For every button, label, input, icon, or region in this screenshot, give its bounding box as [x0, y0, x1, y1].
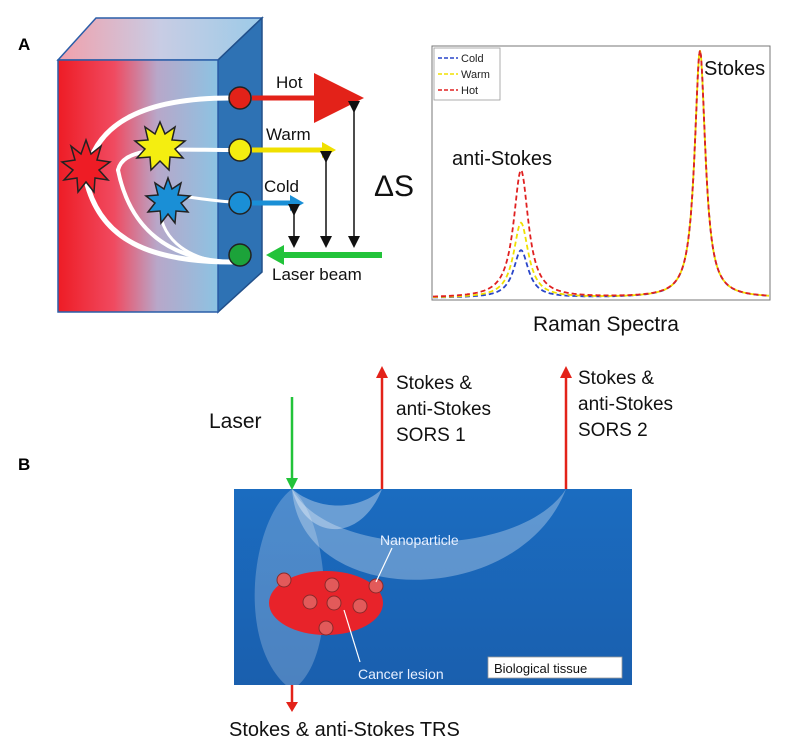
sors1-label: Stokes & anti-Stokes SORS 1: [396, 373, 491, 446]
cold-starburst-icon: [144, 175, 192, 225]
tissue-label-box: [487, 656, 623, 679]
raman-spectra-xlabel: Raman Spectra: [533, 313, 679, 336]
biological-tissue-label: Biological tissue: [494, 661, 587, 676]
nanoparticle-label: Nanoparticle: [380, 532, 459, 548]
sors1-line-3: SORS 1: [396, 425, 466, 446]
warm-arrowhead: [322, 142, 336, 158]
cold-emitter: [228, 191, 252, 215]
legend-hot-label: Hot: [461, 85, 478, 97]
energy-shift-arrows: [288, 101, 360, 248]
cancer-lesion-label: Cancer lesion: [358, 666, 444, 682]
sors2-line-3: SORS 2: [578, 420, 648, 441]
trs-arrowhead: [286, 702, 298, 712]
sors2-label: Stokes & anti-Stokes SORS 2: [578, 368, 673, 441]
delta-s-label: ΔS: [374, 170, 414, 203]
laser-input-arrowhead: [286, 478, 298, 490]
anti-stokes-label: anti-Stokes: [452, 148, 552, 170]
legend-warm-label: Warm: [461, 69, 490, 81]
sors1-arrowhead: [376, 366, 388, 378]
cube-side-face: [217, 16, 263, 314]
nanoparticle-callout: [375, 547, 393, 583]
trs-label: Stokes & anti-Stokes TRS: [229, 719, 460, 741]
cold-label: Cold: [264, 177, 299, 196]
spectrum-series: [432, 50, 770, 299]
cancer-lesion: [269, 571, 383, 635]
spectrum-line-hot: [433, 50, 770, 298]
cancer-callout: [343, 609, 361, 663]
cold-arrowhead: [290, 195, 304, 211]
warm-label: Warm: [266, 125, 311, 144]
sors2-line-2: anti-Stokes: [578, 394, 673, 415]
sors1-path: [292, 489, 382, 530]
laser-emitter: [228, 243, 252, 267]
laser-arrowhead: [266, 245, 284, 265]
warm-emitter: [228, 138, 252, 162]
hot-starburst-icon: [60, 137, 112, 194]
hot-emitter: [228, 86, 252, 110]
warm-starburst-icon: [133, 120, 187, 172]
sors2-arrowhead: [560, 366, 572, 378]
laser-label: Laser: [209, 410, 262, 433]
laser-beam-label: Laser beam: [272, 265, 362, 284]
stokes-label: Stokes: [704, 58, 765, 80]
legend: Cold Warm Hot: [433, 47, 501, 101]
sors2-path: [292, 489, 566, 580]
hot-label: Hot: [276, 73, 303, 92]
nanoparticles: [276, 572, 384, 636]
legend-cold-label: Cold: [461, 53, 484, 65]
sample-cube: [56, 16, 264, 314]
panel-b-letter: B: [18, 455, 30, 474]
sors2-line-1: Stokes &: [578, 368, 654, 389]
panel-a-letter: A: [18, 35, 30, 54]
raman-spectrum-plot: anti-Stokes Stokes Cold Warm Hot Raman S…: [431, 45, 771, 336]
sors1-line-1: Stokes &: [396, 373, 472, 394]
sors1-line-2: anti-Stokes: [396, 399, 491, 420]
